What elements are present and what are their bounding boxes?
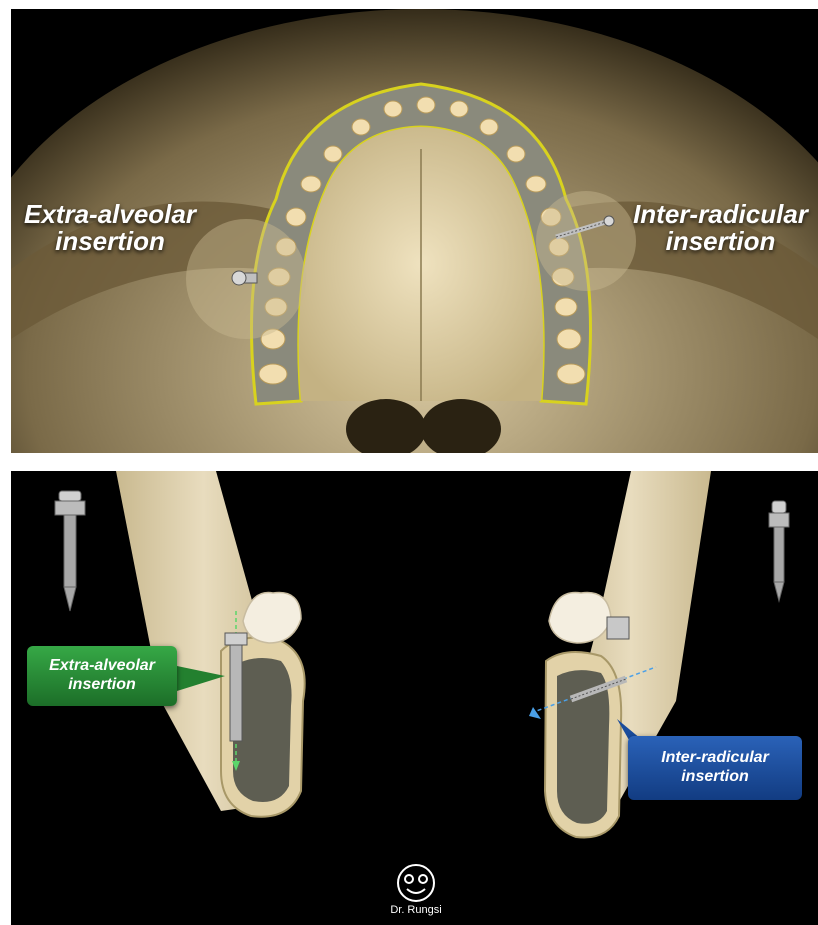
maxilla-diagram-panel: Extra-alveolar insertion Inter-radicular… <box>11 9 818 453</box>
callout-line-2: insertion <box>628 767 802 786</box>
extra-alveolar-screw-top <box>232 271 257 285</box>
extra-alveolar-callout: Extra-alveolar insertion <box>27 646 177 706</box>
right-bracket <box>607 617 629 639</box>
inter-radicular-screw-sample <box>769 501 789 601</box>
callout-line-1: Inter-radicular <box>628 748 802 767</box>
right-magnifier-circle <box>536 191 636 291</box>
mandible-diagram-panel: Extra-alveolar insertion Inter-radicular… <box>11 471 818 925</box>
inter-radicular-callout: Inter-radicular insertion <box>628 736 802 800</box>
label-line-2: insertion <box>11 228 209 255</box>
extra-alveolar-label: Extra-alveolar insertion <box>11 201 209 256</box>
dr-rungsi-logo-icon <box>398 865 434 901</box>
signature-text: Dr. Rungsi <box>371 904 461 916</box>
label-line-2: insertion <box>623 228 818 255</box>
label-line-1: Inter-radicular <box>623 201 818 228</box>
extra-alveolar-screw-sample <box>55 491 85 611</box>
label-line-1: Extra-alveolar <box>11 201 209 228</box>
callout-line-1: Extra-alveolar <box>27 656 177 675</box>
callout-line-2: insertion <box>27 675 177 694</box>
left-molar <box>243 593 301 643</box>
inter-radicular-label: Inter-radicular insertion <box>623 201 818 256</box>
